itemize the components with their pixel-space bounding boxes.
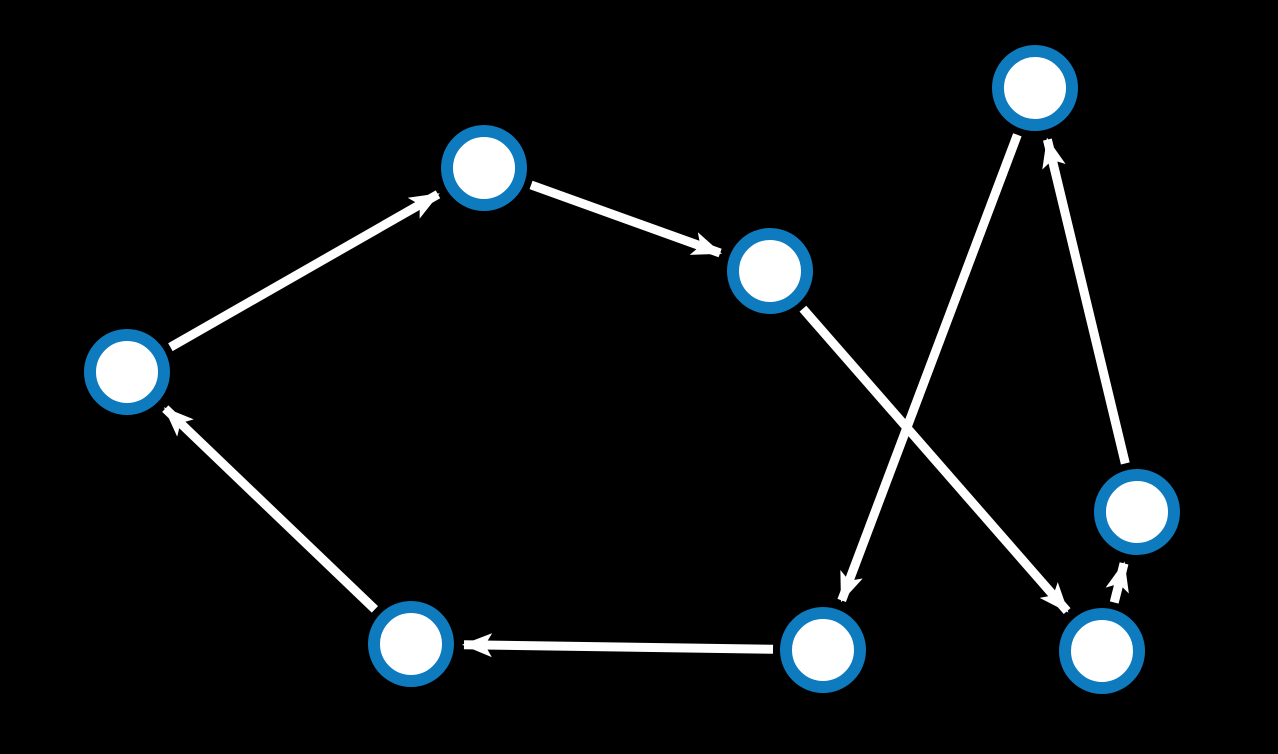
graph-node-bottom-right[interactable] [1059, 608, 1145, 694]
graph-node-middle[interactable] [727, 228, 813, 314]
graph-edge-top-right-to-bottom-middle [837, 133, 1022, 603]
graph-edge-bottom-left-to-left [162, 405, 379, 613]
graph-node-left[interactable] [84, 329, 170, 415]
graph-edge-right-to-top-right [1042, 137, 1130, 465]
graph-edge-bottom-middle-to-bottom-left [461, 633, 774, 658]
graph-node-top-right[interactable] [992, 45, 1078, 131]
graph-node-right[interactable] [1094, 469, 1180, 555]
graph-edge-bottom-right-to-right [1105, 561, 1129, 604]
graph-edge-upper-left-to-middle [529, 180, 723, 258]
graph-node-bottom-left[interactable] [368, 601, 454, 687]
graph-edge-left-to-upper-left [168, 190, 441, 352]
graph-node-upper-left[interactable] [441, 125, 527, 211]
graph-node-bottom-middle[interactable] [780, 607, 866, 693]
graph-edge-middle-to-bottom-right [799, 305, 1071, 615]
